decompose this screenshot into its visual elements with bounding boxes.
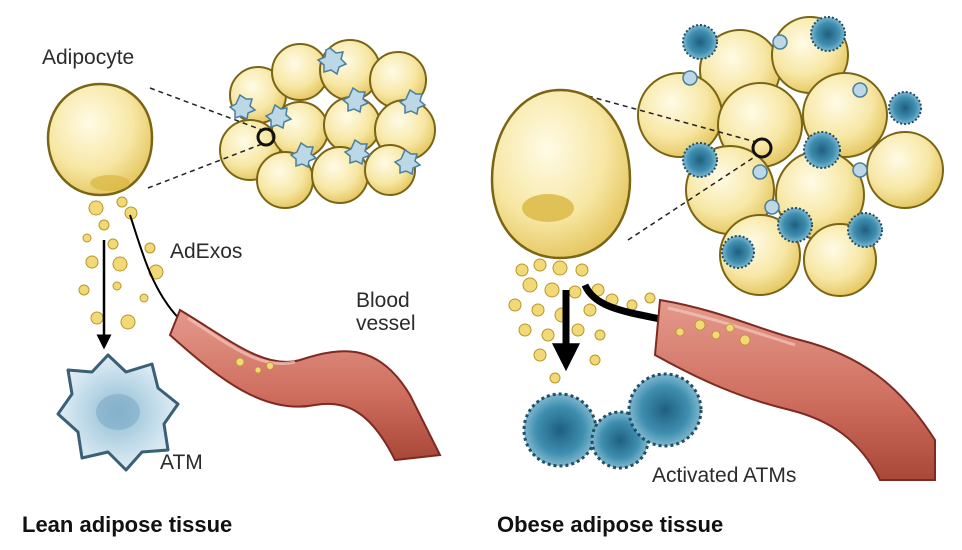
- obese-adipocyte: [490, 88, 632, 260]
- obese-blood-vessel: [653, 298, 936, 481]
- lean-blood-vessel: [168, 308, 442, 462]
- lean-zoom-line-bottom: [147, 143, 263, 189]
- obese-activated-atms: [522, 372, 703, 470]
- lean-zoom-circle: [256, 127, 276, 147]
- lean-tissue-caption: Lean adipose tissue: [22, 512, 233, 537]
- blood-vessel-label-line1: Blood: [356, 289, 410, 312]
- lean-resting-atms: [228, 47, 427, 176]
- lean-atm-cell: [56, 353, 180, 472]
- lean-panel: [46, 39, 442, 472]
- obese-adexos-vesicles: [508, 258, 656, 384]
- lean-adexos-vesicles: [78, 196, 164, 330]
- obese-tissue-resting-atms: [682, 34, 868, 215]
- lean-tissue-cluster: [219, 39, 436, 209]
- obese-zoom-line-bottom: [627, 155, 757, 241]
- adipocyte-label: Adipocyte: [42, 46, 135, 69]
- lean-adipocyte: [46, 82, 154, 197]
- activated-atms-label: Activated ATMs: [652, 464, 797, 487]
- obese-panel: [490, 16, 944, 481]
- blood-vessel-label: Blood vessel: [356, 289, 416, 335]
- adexos-label: AdExos: [170, 240, 243, 263]
- obese-tissue-activated-atms: [682, 16, 922, 269]
- obese-tissue-caption: Obese adipose tissue: [497, 512, 724, 537]
- lean-zoom-line-top: [149, 87, 263, 131]
- obese-zoom-circle: [751, 137, 773, 159]
- obese-zoom-line-top: [587, 95, 757, 143]
- blood-vessel-label-line2: vessel: [356, 312, 416, 336]
- atm-label: ATM: [160, 451, 203, 474]
